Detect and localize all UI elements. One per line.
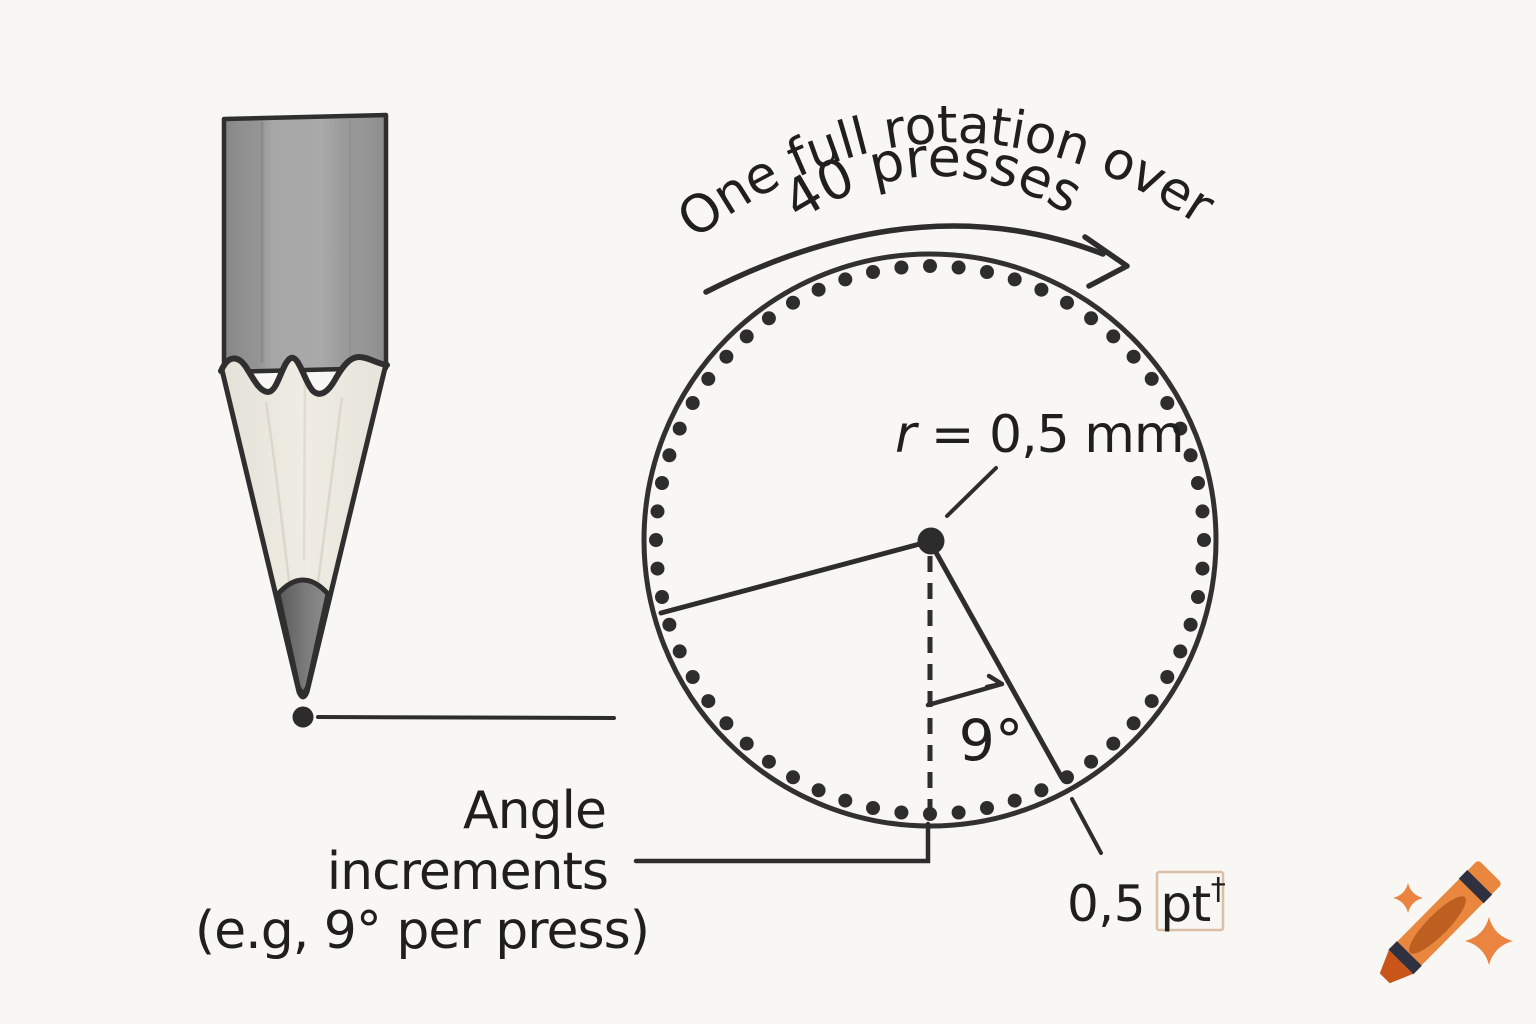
wheel-tick-dot <box>866 265 880 279</box>
wheel-tick-dot <box>701 371 716 386</box>
radius-label-value: = 0,5 mm <box>915 405 1183 465</box>
pencil-graphite-tip <box>275 577 331 695</box>
crayon-band-front <box>1388 941 1422 975</box>
wheel-tick-dot <box>894 260 909 275</box>
wheel-tick-dot <box>1195 561 1210 576</box>
stroke-unit-annotation-box <box>1155 870 1225 932</box>
wheel-tick-dot <box>951 805 966 820</box>
wheel-tick-dot <box>786 770 800 785</box>
sparkle-small-icon <box>1393 883 1423 913</box>
wheel-tick-dot <box>838 272 853 287</box>
wheel-tick-dot <box>1007 793 1022 808</box>
radius-label-leader-line <box>945 466 998 518</box>
wheel-tick-dot <box>1106 736 1121 751</box>
wheel-tick-dot <box>672 644 687 659</box>
wheel-tick-dot <box>719 716 734 731</box>
crayon-tip <box>1379 950 1414 984</box>
wheel-tick-dot <box>739 329 754 344</box>
wheel-tick-dot <box>1144 371 1159 386</box>
wheel-tick-dot <box>951 260 966 275</box>
wheel-radius-line <box>658 538 934 616</box>
rotation-arrow-head-icon <box>1082 234 1130 289</box>
angle-label: 9° <box>959 708 1024 774</box>
wheel-tick-dot <box>1034 783 1049 798</box>
wheel-tick-dot <box>1144 694 1159 709</box>
wheel-tick-dot <box>701 694 716 709</box>
crayon-logo <box>1379 861 1513 984</box>
wheel-tick-dot <box>1183 448 1198 463</box>
wheel-tick-dot <box>1160 396 1175 410</box>
wheel-tick-dot <box>923 259 937 273</box>
crayon-band-back <box>1458 870 1493 904</box>
caption-line2: increments <box>327 842 608 902</box>
wheel-tick-dot <box>685 670 700 684</box>
caption-line1: Angle <box>463 781 606 841</box>
wheel-tick-dot <box>866 801 880 815</box>
wheel-tick-dots <box>649 259 1211 821</box>
pencil-illustration <box>218 112 390 700</box>
radius-label: r = 0,5 mm <box>895 405 1184 465</box>
pencil-body <box>221 112 389 375</box>
wheel-tick-dot <box>1007 272 1022 287</box>
wheel-tick-dot <box>1191 590 1205 604</box>
wheel-tick-dot <box>1173 644 1188 659</box>
wheel-tick-dot <box>662 448 677 463</box>
crayon-oval <box>1409 896 1466 954</box>
angle-offset-line <box>930 544 1065 781</box>
pencil-tip-leader-line <box>316 715 616 720</box>
wheel-tick-dot <box>662 617 677 632</box>
stroke-width-unit: pt <box>1160 875 1210 933</box>
rotation-arrow-arc <box>703 223 1106 295</box>
wheel-tick-dot <box>1060 770 1074 785</box>
sparkle-large-icon <box>1465 917 1513 965</box>
wheel-tick-dot <box>1106 329 1121 344</box>
wheel-tick-dot <box>1126 716 1141 731</box>
pencil-collar-outline <box>218 353 390 397</box>
wheel-tick-dot <box>1084 311 1099 326</box>
wheel-tick-dot <box>1183 617 1198 632</box>
wheel-tick-dot <box>1173 421 1188 436</box>
stroke-width-leader-line <box>1070 797 1103 855</box>
wheel-tick-dot <box>761 754 776 769</box>
wheel-tick-dot <box>1197 533 1211 547</box>
wheel-tick-dot <box>980 801 994 815</box>
wheel-tick-dot <box>739 736 754 751</box>
wheel-tick-dot <box>685 396 700 410</box>
wheel-tick-dot <box>719 349 734 364</box>
wheel-tick-dot <box>811 282 826 297</box>
wheel-tick-dot <box>838 793 853 808</box>
wheel-tick-dot <box>761 311 776 326</box>
pencil-tip-dot <box>292 706 314 728</box>
wheel-tick-dot <box>1126 349 1141 364</box>
caption-connector-line <box>633 821 931 864</box>
stroke-width-label: 0,5 pt† <box>1067 872 1226 933</box>
wheel-tick-dot <box>894 805 909 820</box>
wheel-tick-dot <box>1060 295 1074 310</box>
wheel-tick-dot <box>1034 282 1049 297</box>
wheel-tick-dot <box>786 295 800 310</box>
wheel-tick-dot <box>811 783 826 798</box>
wheel-tick-dot <box>655 476 669 490</box>
dagger-icon: † <box>1211 872 1226 907</box>
wheel-tick-dot <box>650 504 665 519</box>
angle-measure-arrow <box>925 673 1005 708</box>
caption-line3: (e.g, 9° per press) <box>195 901 649 961</box>
wheel-tick-dot <box>649 533 663 547</box>
wheel-tick-dot <box>1084 754 1099 769</box>
wheel-tick-dot <box>1195 504 1210 519</box>
wheel-tick-dot <box>980 265 994 279</box>
wheel-tick-dot <box>655 590 669 604</box>
wheel-center-dot <box>917 527 945 555</box>
wood-grain-line <box>302 373 307 561</box>
stroke-width-value: 0,5 <box>1067 875 1160 933</box>
wheel-tick-dot <box>1160 670 1175 684</box>
wheel-tick-dot <box>650 561 665 576</box>
wheel-tick-dot <box>672 421 687 436</box>
wheel-tick-dot <box>1191 476 1205 490</box>
